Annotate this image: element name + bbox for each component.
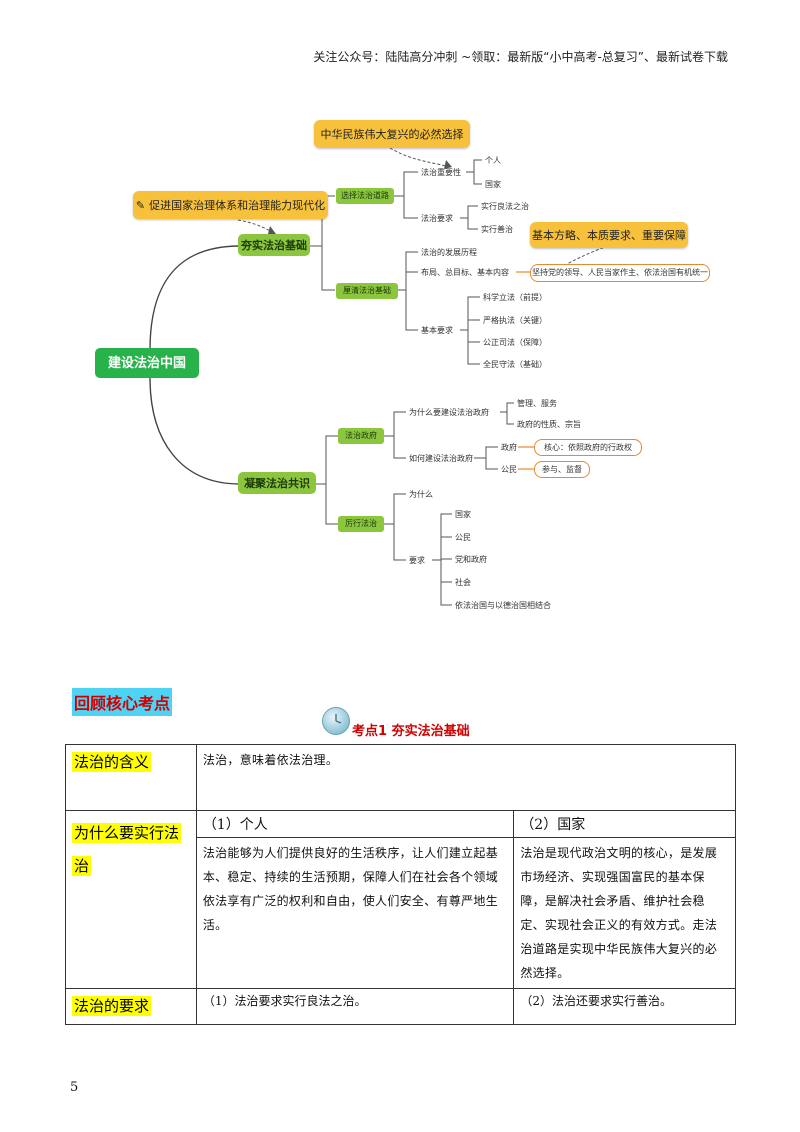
leaf-req-1: 国家 xyxy=(455,510,471,519)
leaf-individual: 个人 xyxy=(485,156,501,165)
sub-label-foundation: 厘清法治基础 xyxy=(336,283,398,299)
row-label-req: 法治的要求 xyxy=(65,988,197,1025)
sub-label-gov: 法治政府 xyxy=(338,428,384,444)
clock-icon xyxy=(322,707,350,735)
table-row: 法治能够为人们提供良好的生活秩序，让人们建立起基本、稳定、持续的生活预期，保障人… xyxy=(66,837,736,989)
content-note2: 基本方略、本质要求、重要保障 xyxy=(530,222,688,248)
label-meaning: 法治的含义 xyxy=(72,752,152,772)
col1-text-cell: 法治能够为人们提供良好的生活秩序，让人们建立起基本、稳定、持续的生活预期，保障人… xyxy=(195,837,515,989)
leaf-basic-3: 公正司法（保障） xyxy=(483,338,547,347)
col2-text: 法治是现代政治文明的核心，是发展市场经济、实现强国富民的基本保障，是解决社会矛盾… xyxy=(520,846,718,980)
label-why: 为什么要实行法治 xyxy=(72,823,182,876)
section-title: 回顾核心考点 xyxy=(72,688,173,716)
row-label-meaning: 法治的含义 xyxy=(65,744,197,811)
content-table: 法治的含义 法治，意味着依法治理。 为什么要实行法治 （1）个人 （2）国家 法… xyxy=(65,744,737,1025)
leaf-practice-req: 要求 xyxy=(409,556,425,565)
page-number: 5 xyxy=(70,1080,79,1095)
branch1-note: ✎ 促进国家治理体系和治理能力现代化 xyxy=(133,191,328,219)
mindmap-connectors xyxy=(149,147,609,606)
page-header: 关注公众号：陆陆高分冲刺 ~领取：最新版“小中高考-总复习”、最新试卷下载 xyxy=(313,50,728,64)
leaf-requirement: 法治要求 xyxy=(421,214,453,223)
branch1-note-text: 促进国家治理体系和治理能力现代化 xyxy=(149,198,326,212)
col2-text-cell: 法治是现代政治文明的核心，是发展市场经济、实现强国富民的基本保障，是解决社会矛盾… xyxy=(513,837,736,989)
sub-label-select: 选择法治道路 xyxy=(336,188,394,204)
kaodian-title: 考点1 夯实法治基础 xyxy=(352,724,470,739)
leaf-why-gov-2: 政府的性质、宗旨 xyxy=(517,420,581,429)
leaf-basic-4: 全民守法（基础） xyxy=(483,360,547,369)
leaf-basic-1: 科学立法（前提） xyxy=(483,293,547,302)
leaf-req-4: 社会 xyxy=(455,578,471,587)
meaning-text: 法治，意味着依法治理。 xyxy=(202,753,339,767)
leaf-nation: 国家 xyxy=(485,180,501,189)
leaf-req-3: 党和政府 xyxy=(455,555,487,564)
req-col2-cell: （2）法治还要求实行善治。 xyxy=(513,988,736,1025)
leaf-practice-why: 为什么 xyxy=(409,490,433,499)
row-label-why: 为什么要实行法治 xyxy=(65,810,197,989)
leaf-how-gov: 如何建设法治政府 xyxy=(409,454,473,463)
table-row: 法治的含义 法治，意味着依法治理。 xyxy=(65,744,737,811)
req-col2: （2）法治还要求实行善治。 xyxy=(520,994,672,1008)
leaf-why-gov: 为什么要建设法治政府 xyxy=(409,408,489,417)
citizen-note: 参与、监督 xyxy=(534,461,590,478)
gov-note: 核心：依照政府的行政权 xyxy=(534,439,642,456)
sub-label-practice: 厉行法治 xyxy=(338,516,384,532)
leaf-why-gov-1: 管理、服务 xyxy=(517,399,557,408)
col1-text: 法治能够为人们提供良好的生活秩序，让人们建立起基本、稳定、持续的生活预期，保障人… xyxy=(202,846,499,932)
leaf-good-governance: 实行善治 xyxy=(481,225,513,234)
col2-head: （2）国家 xyxy=(520,817,586,833)
content-note: 坚持党的领导、人民当家作主、依法治国有机统一 xyxy=(530,264,710,282)
leaf-content: 布局、总目标、基本内容 xyxy=(421,268,509,277)
label-req: 法治的要求 xyxy=(72,996,152,1016)
branch-label-1: 夯实法治基础 xyxy=(238,234,310,256)
leaf-how-gov-1: 政府 xyxy=(501,443,517,452)
leaf-req-5: 依法治国与以德治国相结合 xyxy=(455,601,551,610)
col1-head: （1）个人 xyxy=(202,817,268,833)
col2-head-cell: （2）国家 xyxy=(513,810,736,838)
leaf-good-law: 实行良法之治 xyxy=(481,202,529,211)
mindmap-root: 建设法治中国 xyxy=(95,348,199,378)
leaf-basic: 基本要求 xyxy=(421,326,453,335)
importance-note: 中华民族伟大复兴的必然选择 xyxy=(314,120,470,148)
leaf-req-2: 公民 xyxy=(455,533,471,542)
col1-head-cell: （1）个人 xyxy=(195,810,515,838)
leaf-history: 法治的发展历程 xyxy=(421,248,477,257)
pencil-icon: ✎ xyxy=(135,198,146,212)
req-col1: （1）法治要求实行良法之治。 xyxy=(202,994,367,1008)
table-row: 为什么要实行法治 （1）个人 （2）国家 xyxy=(65,810,736,989)
leaf-how-gov-2: 公民 xyxy=(501,465,517,474)
table-row: 法治的要求 （1）法治要求实行良法之治。 （2）法治还要求实行善治。 xyxy=(65,988,736,1025)
leaf-basic-2: 严格执法（关键） xyxy=(483,316,547,325)
leaf-importance: 法治重要性 xyxy=(421,168,461,177)
branch-label-2: 凝聚法治共识 xyxy=(238,472,316,494)
meaning-cell: 法治，意味着依法治理。 xyxy=(195,744,737,811)
req-col1-cell: （1）法治要求实行良法之治。 xyxy=(195,988,515,1025)
